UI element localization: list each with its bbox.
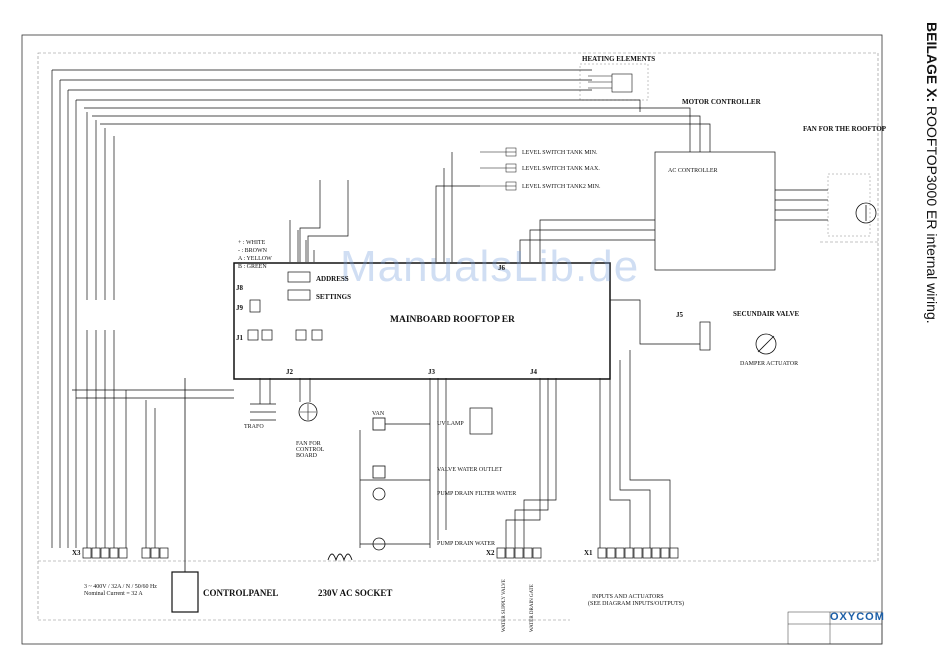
valve-water-label: VALVE WATER OUTLET [437, 467, 503, 473]
trafo-label: TRAFO [244, 424, 264, 430]
connector-j9: J9 [236, 304, 243, 312]
connector-j5: J5 [676, 311, 683, 319]
connector-j6: J6 [498, 264, 505, 272]
wire-legend-4: B : GREEN [238, 264, 267, 270]
pump-drain-label: PUMP DRAIN WATER [437, 541, 496, 547]
dashed-boundary [37, 52, 879, 562]
wire-legend-1: + : WHITE [238, 240, 266, 246]
motor-controller-box [654, 151, 776, 271]
drawing-frame [21, 34, 883, 645]
settings-label: SETTINGS [316, 293, 352, 301]
secundair-valve-label: SECUNDAIR VALVE [733, 310, 800, 318]
fan-box [827, 173, 871, 237]
wire-legend-3: A : YELLOW [238, 256, 272, 262]
uv-lamp-label: UV LAMP [437, 421, 464, 427]
pump-filter-label: PUMP DRAIN FILTER WATER [437, 491, 517, 497]
terminal-x2: X2 [486, 549, 495, 557]
wire-legend-2: - : BROWN [238, 248, 267, 254]
connector-j2: J2 [286, 368, 293, 376]
supply-note-1: 3 ~ 400V / 32A / N / 50/60 Hz [84, 584, 157, 590]
page-title-prefix: BEILAGE X: [924, 22, 940, 103]
motor-controller-label: MOTOR CONTROLLER [682, 98, 761, 106]
supply-note-2: Nominal Current = 32 A [84, 591, 143, 597]
ac-socket-label: 230V AC SOCKET [318, 588, 393, 598]
inputs-actuators-label: INPUTS AND ACTUATORS [592, 594, 664, 600]
inputs-actuators-note: (SEE DIAGRAM INPUTS/OUTPUTS) [588, 601, 685, 607]
connector-j4: J4 [530, 368, 537, 376]
damper-actuator-label: DAMPER ACTUATOR [740, 361, 799, 367]
page-title: BEILAGE X: ROOFTOP3000 ER internal wirin… [914, 16, 944, 616]
van-label: VAN [372, 411, 385, 417]
connector-j8: J8 [236, 284, 243, 292]
address-label: ADDRESS [316, 275, 349, 283]
level-switch-3: LEVEL SWITCH TANK2 MIN. [522, 184, 601, 190]
page-title-text: ROOFTOP3000 ER internal wiring. [924, 102, 940, 324]
oxycom-logo: OXYCOM [830, 611, 885, 623]
mainboard-label: MAINBOARD ROOFTOP ER [390, 315, 515, 325]
controlpanel-box [171, 571, 199, 613]
water-supply-label: WATER SUPPLY VALVE [502, 579, 507, 632]
terminal-x3: X3 [72, 549, 81, 557]
connector-j1: J1 [236, 334, 243, 342]
fan-control-board-label: FAN FOR CONTROL BOARD [296, 441, 325, 459]
water-drain-label: WATER DRAIN GATE [530, 584, 535, 632]
level-switch-1: LEVEL SWITCH TANK MIN. [522, 150, 598, 156]
terminal-x1: X1 [584, 549, 593, 557]
controlpanel-label: CONTROLPANEL [203, 588, 279, 598]
connector-j3: J3 [428, 368, 435, 376]
level-switch-2: LEVEL SWITCH TANK MAX. [522, 166, 600, 172]
heating-elements-label: HEATING ELEMENTS [582, 55, 656, 63]
ac-controller-label: AC CONTROLLER [668, 168, 718, 174]
mainboard-box [233, 262, 611, 380]
fan-rooftop-label: FAN FOR THE ROOFTOP [803, 125, 887, 133]
